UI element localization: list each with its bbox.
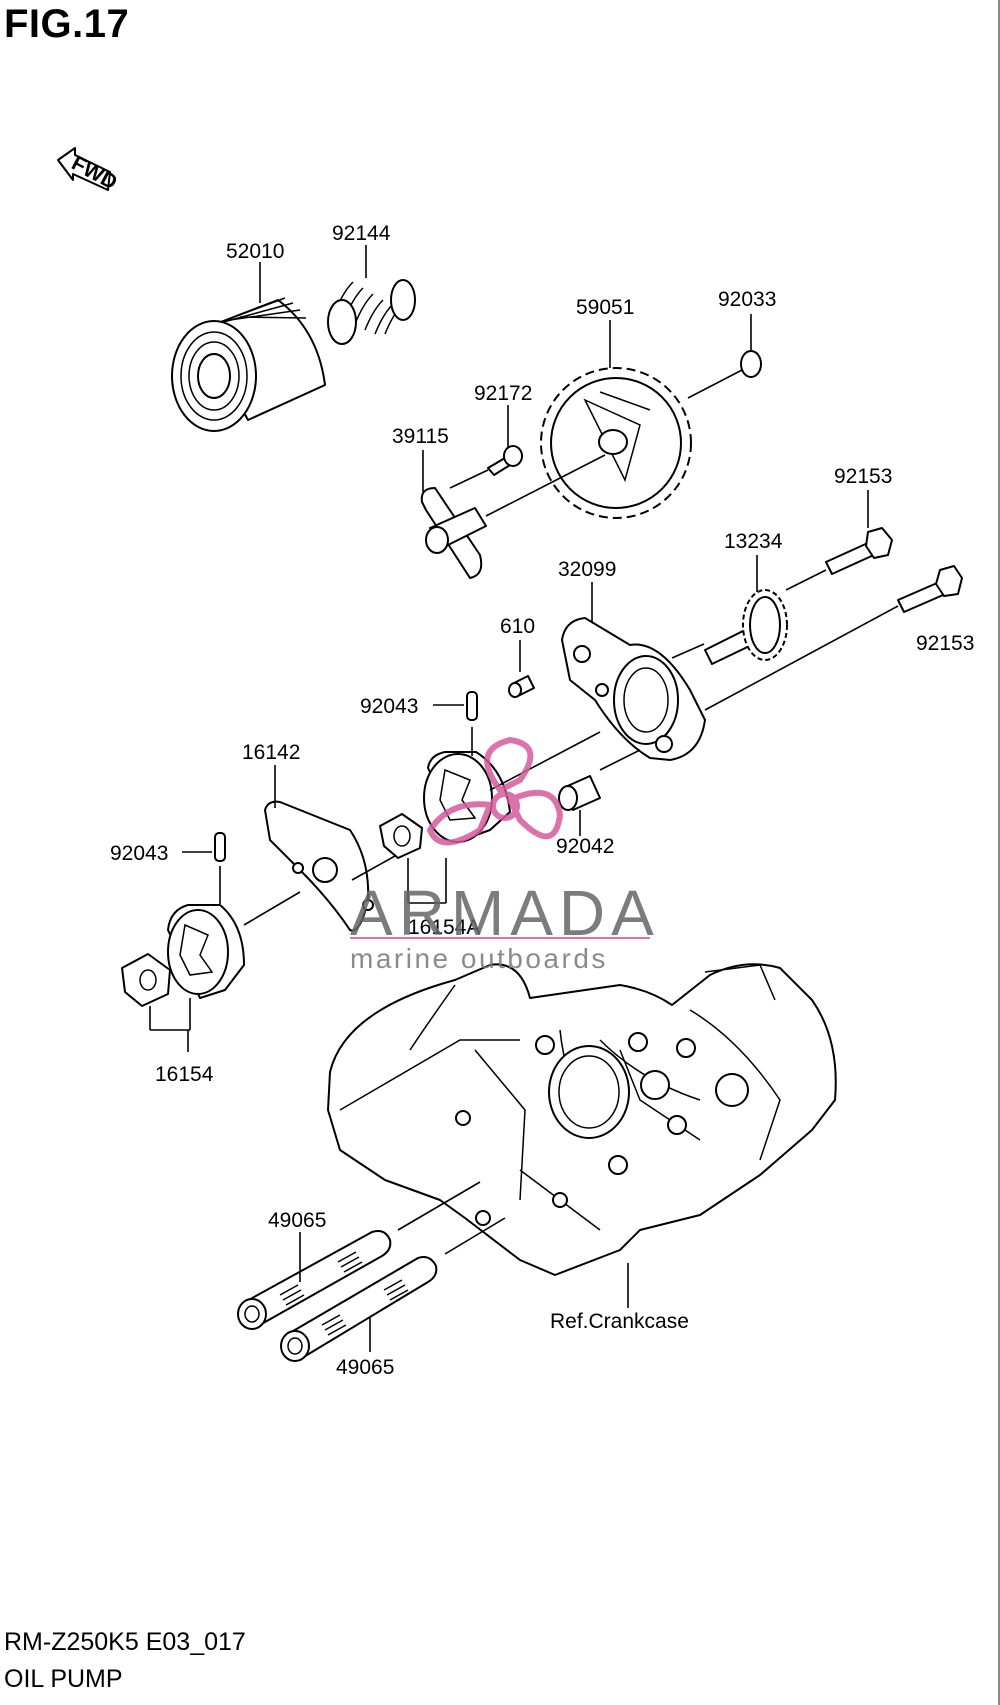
armada-watermark: ARMADA marine outboards <box>350 736 654 974</box>
axis-39115 <box>485 454 606 517</box>
armada-logo-icon <box>426 736 564 846</box>
spring-92144 <box>327 279 416 345</box>
inner-rotor-16154A <box>379 813 423 859</box>
oil-strainer-49065-upper <box>237 1230 392 1330</box>
oil-filter-52010 <box>171 297 326 432</box>
pin-92043-lower <box>214 832 226 862</box>
axis-92042 <box>599 749 641 771</box>
shaft-axis-92033 <box>687 369 743 399</box>
label-ref-crankcase: Ref.Crankcase <box>550 1310 689 1333</box>
label-16154A: 16154A <box>408 916 480 939</box>
label-32099: 32099 <box>558 558 616 581</box>
axis-92153-top <box>785 569 827 591</box>
axis-13234 <box>671 643 705 659</box>
shaft-plate-39115 <box>420 487 487 579</box>
dowel-pin-610 <box>508 675 535 698</box>
model-code: RM-Z250K5 E03_017 <box>4 1628 246 1656</box>
label-92033: 92033 <box>718 288 776 311</box>
axis-92153-side <box>704 605 899 711</box>
oil-strainer-49065-lower <box>280 1256 438 1362</box>
bolt-92153-side <box>897 565 963 613</box>
gear-59051 <box>540 367 692 519</box>
label-16142: 16142 <box>242 741 300 764</box>
plate-16142 <box>264 800 374 932</box>
figure-title: FIG.17 <box>4 2 130 46</box>
crankcase <box>327 963 837 1276</box>
axis-16142 <box>243 891 301 926</box>
label-92043-upper: 92043 <box>360 695 418 718</box>
pin-92043-upper <box>466 691 478 721</box>
fwd-arrow-icon: FWD <box>57 147 121 195</box>
drive-gear-13234 <box>704 589 788 665</box>
label-92153-side: 92153 <box>916 632 974 655</box>
label-49065-upper: 49065 <box>268 1209 326 1232</box>
axis-49065-lower <box>444 1217 506 1255</box>
circlip-92033 <box>740 350 762 378</box>
label-610: 610 <box>500 615 535 638</box>
label-16154: 16154 <box>155 1063 214 1086</box>
watermark-tagline: marine outboards <box>350 943 608 974</box>
label-92172: 92172 <box>474 382 532 405</box>
label-49065-lower: 49065 <box>336 1356 394 1379</box>
label-92042: 92042 <box>556 835 614 858</box>
label-92043-lower: 92043 <box>110 842 168 865</box>
bolt-92153-top <box>825 527 893 575</box>
section-title: OIL PUMP <box>4 1665 123 1693</box>
axis-92172 <box>449 469 489 489</box>
fwd-label: FWD <box>68 152 121 195</box>
dowel-92042 <box>558 775 601 811</box>
pump-body-32099 <box>561 617 706 761</box>
label-13234: 13234 <box>724 530 783 553</box>
label-39115: 39115 <box>392 425 449 448</box>
axis-rotor-upper <box>489 731 601 791</box>
inner-rotor-16154 <box>121 953 171 1007</box>
screw-92172 <box>487 445 523 476</box>
label-52010: 52010 <box>226 240 284 263</box>
outer-rotor-lower <box>167 904 245 999</box>
label-59051: 59051 <box>576 296 634 319</box>
label-92144: 92144 <box>332 222 391 245</box>
page-edge-rule <box>998 0 1000 1705</box>
label-92153-top: 92153 <box>834 465 892 488</box>
axis-49065-upper <box>397 1181 481 1231</box>
